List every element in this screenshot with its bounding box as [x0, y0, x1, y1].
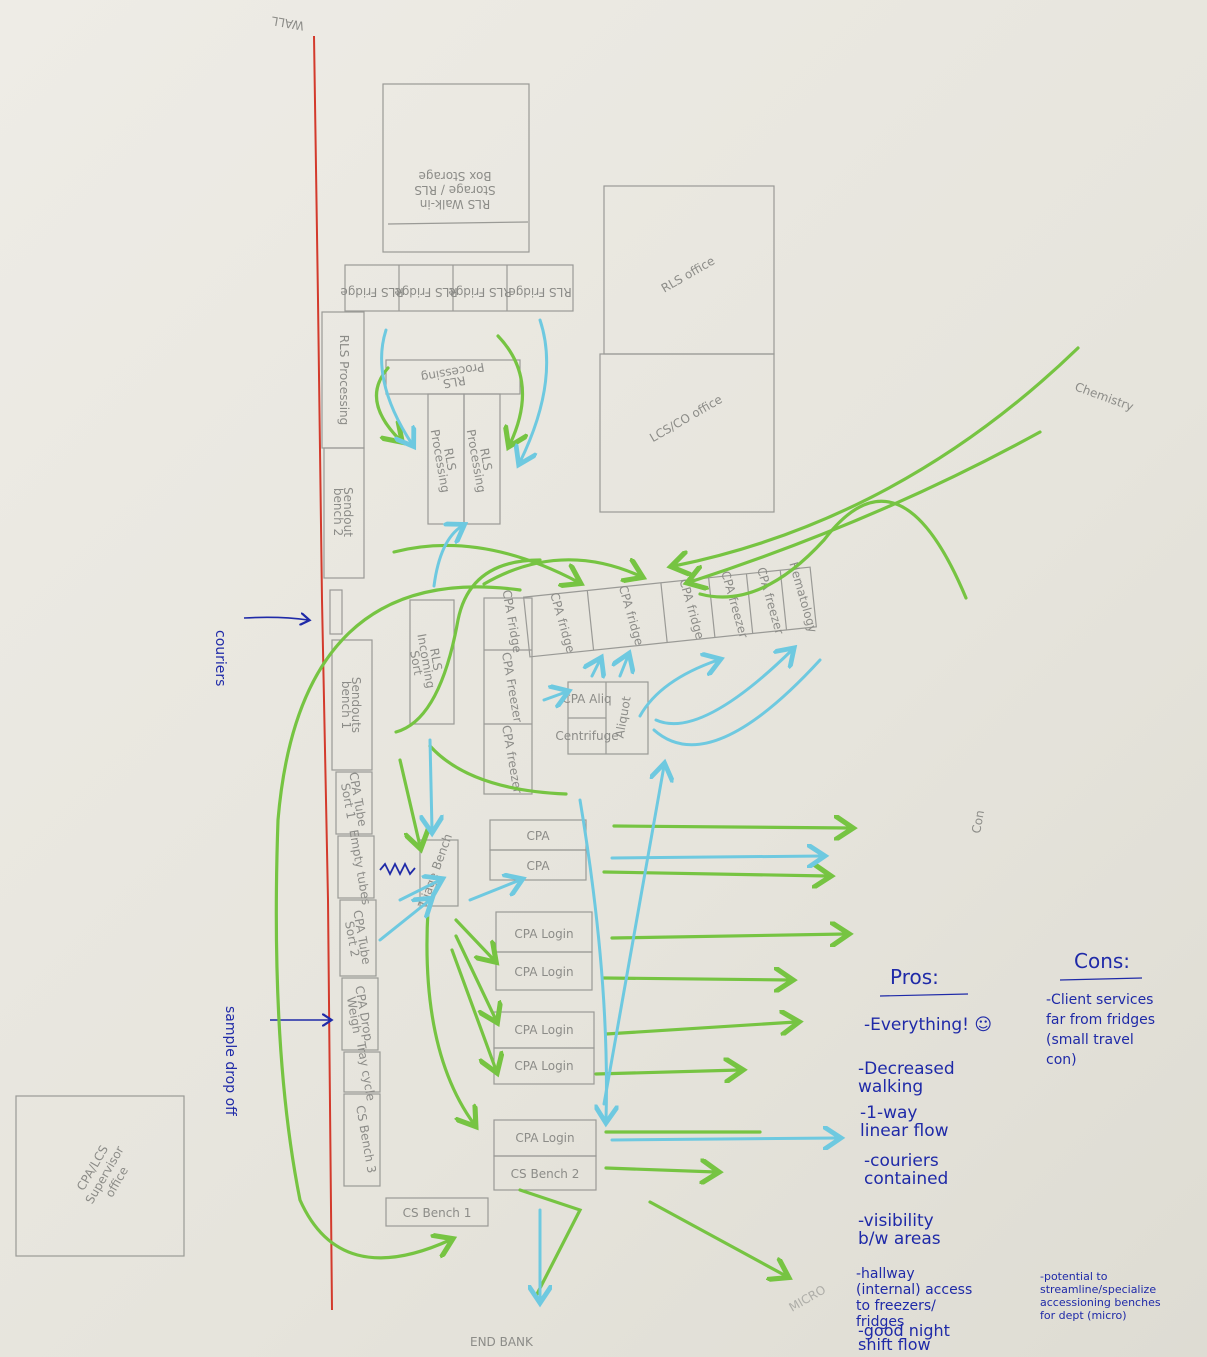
cpa-login-3-label: CPA Login [514, 927, 573, 941]
cpa-fridge-1: CPA fridge [547, 591, 578, 654]
cpa-left-freezer-1: CPA Freezer [499, 651, 525, 723]
rls-top-room [383, 84, 529, 252]
cpa-fridge-2: CPA fridge [616, 584, 647, 647]
pros-item-1: -Everything! ☺ [864, 1015, 992, 1035]
rls-processing-a-label: RLSProcessing [428, 427, 463, 494]
cpa-tube-sort-1-label: CPA TubeSort 1 [336, 771, 369, 829]
sendouts-bench-1-label: Sendoutsbench 1 [339, 677, 363, 733]
cpa-drop-weigh-label: CPA DropWeigh [342, 985, 375, 1044]
empty-tubes-label: Empty tubes [346, 829, 373, 906]
rls-processing-wall-label: RLS Processing [337, 335, 351, 426]
rls-office-label: RLS office [659, 254, 717, 296]
cpa-office-label: CPA/LCSSupervisoroffice [70, 1137, 138, 1214]
squiggle-mark [380, 864, 415, 874]
sample-drop-off-label: sample drop off [222, 1006, 238, 1116]
rls-processing-b-label: RLSProcessing [464, 427, 499, 494]
centrifuge-label: Centrifuge [555, 729, 618, 743]
aliquot-label: Aliquot [613, 695, 634, 739]
lcs-office [600, 354, 774, 512]
cpa-login-7-label: CPA Login [515, 1131, 574, 1145]
sendout-bench-2-label: Sendoutbench 2 [331, 487, 355, 537]
con-label: Con [969, 809, 987, 834]
courier-door [330, 590, 342, 634]
tray-cycle-label: Tray cycle [354, 1040, 378, 1102]
cpa-tube-sort-2-label: CPA TubeSort 2 [340, 909, 373, 967]
cpa-aliq-label: CPA Aliq [562, 692, 611, 706]
rls-fridge-1: RLS Fridge [340, 285, 403, 299]
rls-fridge-4: RLS Fridge [508, 285, 571, 299]
rls-top-room-label: RLS Walk-inStorage / RLSBox Storage [414, 169, 495, 211]
cons-title: Cons: [1074, 949, 1130, 973]
couriers-label: couriers [212, 630, 228, 686]
cpa-login-5-label: CPA Login [514, 1023, 573, 1037]
cpa-login-6-label: CPA Login [514, 1059, 573, 1073]
cpa-freezer-1: CPA freezer [718, 569, 751, 639]
cs-bench-3-label: CS Bench 3 [353, 1104, 379, 1174]
end-bank-label: END BANK [470, 1335, 534, 1349]
rls-fridge-3: RLS Fridge [448, 285, 511, 299]
lcs-office-label: LCS/CO office [647, 392, 724, 445]
rls-process-top-label: RLSProcessing [420, 360, 487, 395]
cs-bench-1-label: CS Bench 1 [403, 1206, 472, 1220]
wall-label: WALL [270, 13, 305, 33]
cpa-login-4-label: CPA Login [514, 965, 573, 979]
cpa-fridge-3: CPA fridge [676, 577, 707, 640]
micro-label: MICRO [787, 1282, 829, 1314]
couriers-arrow [244, 617, 308, 620]
rls-fridge-2: RLS Fridge [394, 285, 457, 299]
cs-bench-2-label: CS Bench 2 [511, 1167, 580, 1181]
cpa-login-1-label: CPA [526, 829, 550, 843]
cpa-login-2-label: CPA [526, 859, 550, 873]
green-flow-lines [276, 336, 1078, 1296]
pros-title: Pros: [890, 965, 939, 989]
chemistry-label: Chemistry [1073, 380, 1135, 414]
